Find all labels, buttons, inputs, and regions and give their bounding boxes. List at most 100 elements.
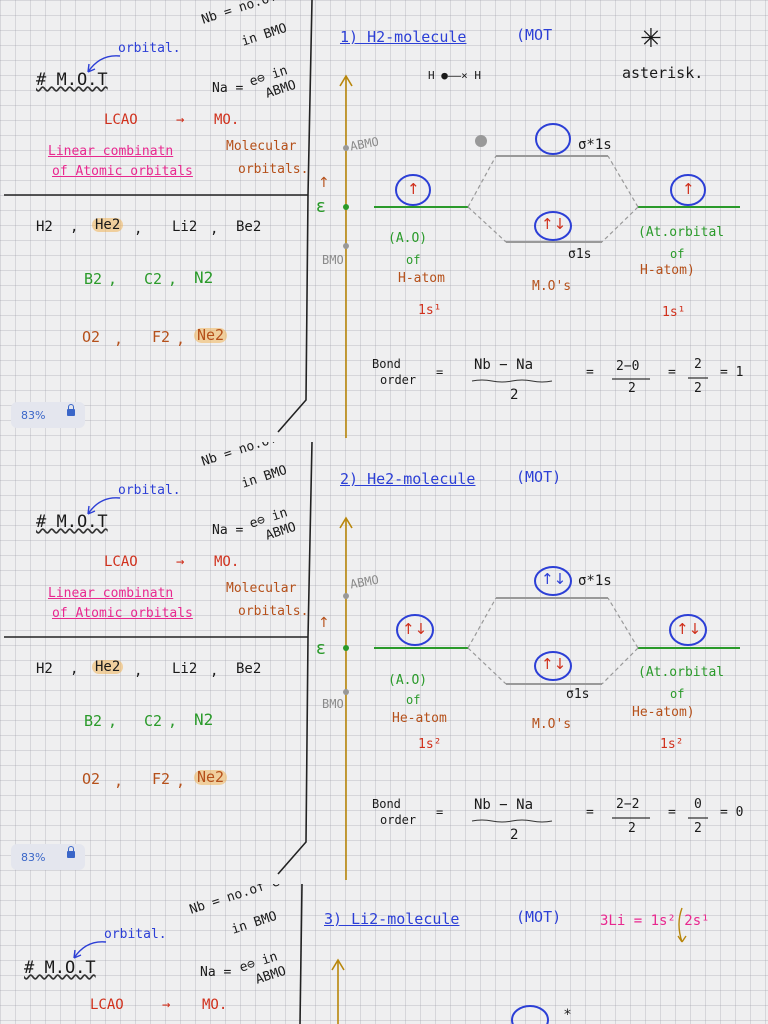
mot-tag: (MOT) (516, 908, 562, 926)
lcao-label: LCAO (104, 554, 138, 570)
molecule-sep-7: , (176, 772, 186, 790)
calc-numerator-2: 0 (694, 797, 702, 812)
lcao-expansion-2: of Atomic orbitals (52, 606, 193, 621)
orbital-pointer-arrow (87, 497, 121, 515)
zoom-badge[interactable]: 83% (11, 844, 85, 870)
calc-denominator: 2 (628, 381, 636, 396)
bonding-mo-electrons: ↑↓ (541, 215, 567, 233)
note-page-he2: orbital. # M.O.T Nb = no.of e⊖ in BMO Na… (0, 442, 768, 882)
molecule-c2: C2 (144, 270, 163, 288)
lcao-expansion: Linear combinatn (48, 586, 174, 601)
right-config: 1s¹ (662, 305, 686, 320)
energy-label: ε (316, 638, 326, 659)
mo-diagram (374, 566, 740, 685)
mot-title: # M.O.T (24, 958, 96, 978)
mo-expansion: Molecular (226, 581, 297, 596)
bond-order-eq: = (436, 805, 444, 819)
calc-eq: = (586, 365, 594, 380)
molecule-sep-3: , (210, 221, 219, 237)
right-of: of (670, 687, 685, 701)
molecule-sep: , (70, 661, 79, 677)
molecule-be2: Be2 (236, 219, 262, 235)
valence-arrow (677, 907, 687, 943)
molecule-sep-5: , (168, 712, 178, 730)
calc-fraction-bar (612, 817, 650, 819)
left-config: 1s² (418, 737, 442, 752)
energy-axis (339, 516, 353, 880)
molecule-f2: F2 (152, 328, 171, 346)
calc-eq: = (586, 805, 594, 820)
lcao-arrow: → (162, 997, 171, 1013)
zoom-percent: 83% (21, 409, 46, 422)
right-ao-electrons: ↑ (682, 180, 695, 198)
energy-up-arrow: ↑ (318, 175, 330, 191)
calc-denominator: 2 (628, 821, 636, 836)
note-page-li2: orbital. # M.O.T Nb = no.of e⊖ in BMO Na… (0, 884, 768, 1024)
molecule-f2: F2 (152, 770, 171, 788)
right-atom-label: H-atom) (640, 263, 695, 278)
left-atom-label: H-atom (398, 271, 445, 286)
molecule-o2: O2 (82, 328, 101, 346)
left-ao-label: (A.O) (388, 231, 428, 246)
asterisk-word: asterisk. (622, 64, 704, 82)
orbital-pointer-arrow (87, 55, 121, 73)
bo-denominator: 2 (510, 827, 519, 843)
molecule-sep-4: , (108, 712, 118, 730)
left-config: 1s¹ (418, 303, 442, 318)
orbital-label: orbital. (118, 41, 181, 56)
left-of: of (406, 253, 421, 267)
note-dividers (4, 0, 313, 433)
calc-fraction-bar (612, 378, 650, 380)
zoom-percent: 83% (21, 851, 46, 864)
lock-icon (67, 846, 75, 858)
molecule-n2: N2 (194, 268, 214, 287)
calc-fraction-bar-2 (688, 817, 708, 819)
orbital-pointer-arrow (73, 941, 107, 959)
bo-denominator: 2 (510, 387, 519, 403)
calc-denominator-2: 2 (694, 821, 702, 836)
antibonding-mo-electrons: ↑↓ (541, 570, 567, 588)
mo-label: MO. (214, 554, 240, 570)
bonding-mo-electrons: ↑↓ (541, 655, 567, 673)
na-definition: Na = (200, 965, 232, 980)
mo-expansion-2: orbitals. (238, 162, 309, 177)
calc-eq-2: = (668, 805, 676, 820)
molecule-li2: Li2 (172, 661, 198, 677)
molecule-h2: H2 (36, 219, 53, 235)
bond-order-eq: = (436, 365, 444, 379)
energy-label: ε (316, 196, 326, 217)
asterisk-mark: * (564, 1007, 571, 1023)
calc-denominator-2: 2 (694, 381, 702, 396)
li-config: 3Li = 1s² 2s¹ (600, 913, 710, 929)
sigma-label: σ1s (566, 687, 590, 702)
section-title: 3) Li2-molecule (324, 910, 460, 928)
calc-numerator-2: 2 (694, 357, 702, 372)
zoom-badge[interactable]: 83% (11, 402, 85, 428)
sigma-star-label: σ*1s (578, 137, 612, 153)
lcao-label: LCAO (90, 997, 124, 1013)
lcao-arrow: → (176, 554, 185, 570)
bond-order-label: Bond (372, 357, 401, 371)
left-ao-electrons: ↑↓ (402, 620, 428, 638)
lcao-expansion-2: of Atomic orbitals (52, 164, 193, 179)
sigma-label: σ1s (568, 247, 592, 262)
molecule-ne2: Ne2 (194, 328, 228, 343)
molecule-sep-7: , (176, 330, 186, 348)
right-ao-label: (At.orbital (638, 665, 725, 680)
molecule-he2: He2 (92, 218, 124, 232)
molecule-h2: H2 (36, 661, 53, 677)
molecule-sep-6: , (114, 772, 124, 790)
molecule-sep-4: , (108, 270, 118, 288)
na-definition: Na = (212, 81, 244, 96)
section-title: 2) He2-molecule (340, 470, 476, 488)
molecule-sep-6: , (114, 330, 124, 348)
left-ao-electrons: ↑ (407, 180, 420, 198)
lcao-expansion: Linear combinatn (48, 144, 174, 159)
bmo-label: BMO (322, 697, 344, 711)
section-title: 1) H2-molecule (340, 28, 467, 46)
orbital-label: orbital. (104, 927, 167, 942)
mo-expansion: Molecular (226, 139, 297, 154)
energy-axis (339, 74, 353, 438)
bond-order-label: Bond (372, 797, 401, 811)
calc-numerator: 2−2 (616, 797, 640, 812)
